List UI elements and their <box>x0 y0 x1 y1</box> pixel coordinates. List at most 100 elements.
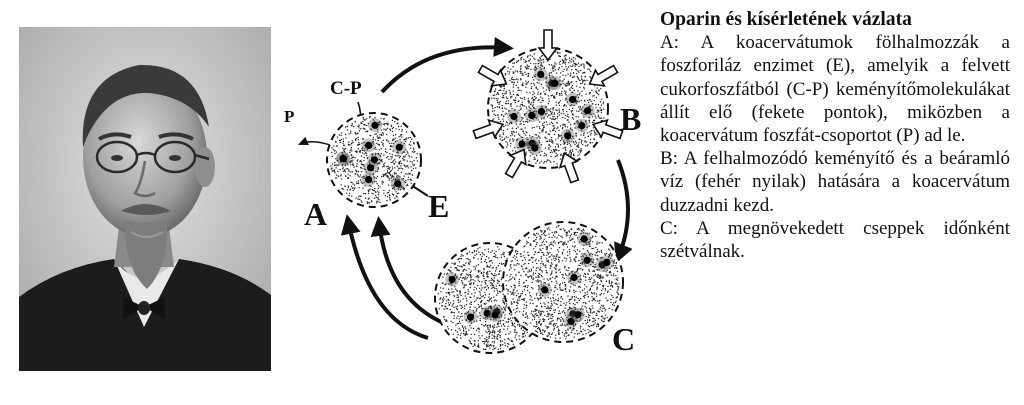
stipple-speck <box>527 317 529 319</box>
stipple-speck <box>343 150 346 153</box>
stipple-speck <box>582 302 584 304</box>
stipple-speck <box>604 253 606 255</box>
stipple-speck <box>551 270 553 272</box>
stipple-speck <box>615 262 618 264</box>
stipple-speck <box>571 329 573 331</box>
stipple-speck <box>618 286 620 288</box>
stipple-speck <box>498 316 501 318</box>
stipple-speck <box>485 318 487 320</box>
stipple-speck <box>526 324 528 326</box>
stipple-speck <box>491 110 494 112</box>
stipple-speck <box>460 274 462 276</box>
stipple-speck <box>461 305 463 307</box>
stipple-speck <box>532 118 534 121</box>
stipple-speck <box>563 113 565 115</box>
stipple-speck <box>491 106 493 108</box>
stipple-speck <box>558 234 560 236</box>
stipple-speck <box>524 316 527 318</box>
stipple-speck <box>527 142 529 145</box>
stipple-speck <box>547 291 549 294</box>
stipple-speck <box>589 281 591 283</box>
stipple-speck <box>570 141 572 143</box>
stipple-speck <box>390 161 392 164</box>
stipple-speck <box>545 266 547 269</box>
stipple-speck <box>576 301 578 304</box>
stipple-speck <box>509 79 511 82</box>
stipple-speck <box>356 160 358 162</box>
stipple-speck <box>582 308 584 310</box>
stipple-speck <box>503 93 505 95</box>
stipple-speck <box>358 187 360 189</box>
stipple-speck <box>577 280 580 283</box>
stipple-speck <box>577 297 579 300</box>
stipple-speck <box>602 285 604 287</box>
stipple-speck <box>514 326 516 328</box>
stipple-speck <box>581 305 583 307</box>
stipple-speck <box>391 156 393 158</box>
stipple-speck <box>342 170 345 173</box>
stipple-speck <box>591 247 593 250</box>
stipple-speck <box>575 80 577 83</box>
stipple-speck <box>542 129 544 131</box>
stipple-speck <box>564 58 567 61</box>
stipple-speck <box>584 306 586 308</box>
stipple-speck <box>508 71 511 73</box>
stipple-speck <box>463 334 466 336</box>
stipple-speck <box>365 131 367 133</box>
stipple-speck <box>450 266 452 268</box>
stipple-speck <box>527 145 529 147</box>
stipple-speck <box>511 260 514 262</box>
stipple-speck <box>456 323 458 325</box>
stipple-speck <box>540 92 542 95</box>
stipple-speck <box>570 128 572 130</box>
stipple-speck <box>489 330 491 333</box>
stipple-speck <box>460 332 462 334</box>
stipple-speck <box>499 341 502 343</box>
stipple-speck <box>524 61 526 64</box>
stipple-speck <box>495 347 497 349</box>
stipple-speck <box>557 126 559 128</box>
stipple-speck <box>480 284 482 286</box>
stipple-speck <box>385 175 388 177</box>
stipple-speck <box>554 309 556 311</box>
stipple-speck <box>392 160 395 162</box>
stipple-speck <box>491 334 493 336</box>
stipple-speck <box>521 336 523 338</box>
stipple-speck <box>360 200 362 202</box>
stipple-speck <box>369 159 371 162</box>
stipple-speck <box>516 262 519 265</box>
stipple-speck <box>584 279 587 281</box>
stipple-speck <box>566 101 569 103</box>
stipple-speck <box>439 298 441 301</box>
stipple-speck <box>495 97 497 100</box>
stipple-speck <box>361 152 364 154</box>
label-stage-a: A <box>304 196 327 232</box>
stipple-speck <box>542 100 544 102</box>
stipple-speck <box>350 185 353 187</box>
stipple-speck <box>541 285 543 287</box>
stipple-speck <box>351 171 354 173</box>
stipple-speck <box>527 138 529 141</box>
stipple-speck <box>510 260 512 262</box>
stipple-speck <box>345 175 347 177</box>
stipple-speck <box>547 307 549 309</box>
stipple-speck <box>479 337 481 339</box>
stipple-speck <box>559 312 561 314</box>
stipple-speck <box>490 260 493 262</box>
stipple-speck <box>393 139 395 141</box>
stipple-speck <box>458 320 461 323</box>
stipple-speck <box>465 278 467 280</box>
stipple-speck <box>581 139 583 141</box>
stipple-speck <box>370 185 372 187</box>
stipple-speck <box>507 67 509 69</box>
stipple-speck <box>503 85 505 88</box>
stipple-speck <box>600 289 603 292</box>
stipple-speck <box>411 138 413 140</box>
stipple-speck <box>581 77 583 79</box>
stipple-speck <box>366 155 368 157</box>
stipple-speck <box>485 348 487 350</box>
stipple-speck <box>398 161 401 163</box>
stipple-speck <box>558 108 560 110</box>
stipple-speck <box>613 275 615 277</box>
stipple-speck <box>514 285 516 287</box>
